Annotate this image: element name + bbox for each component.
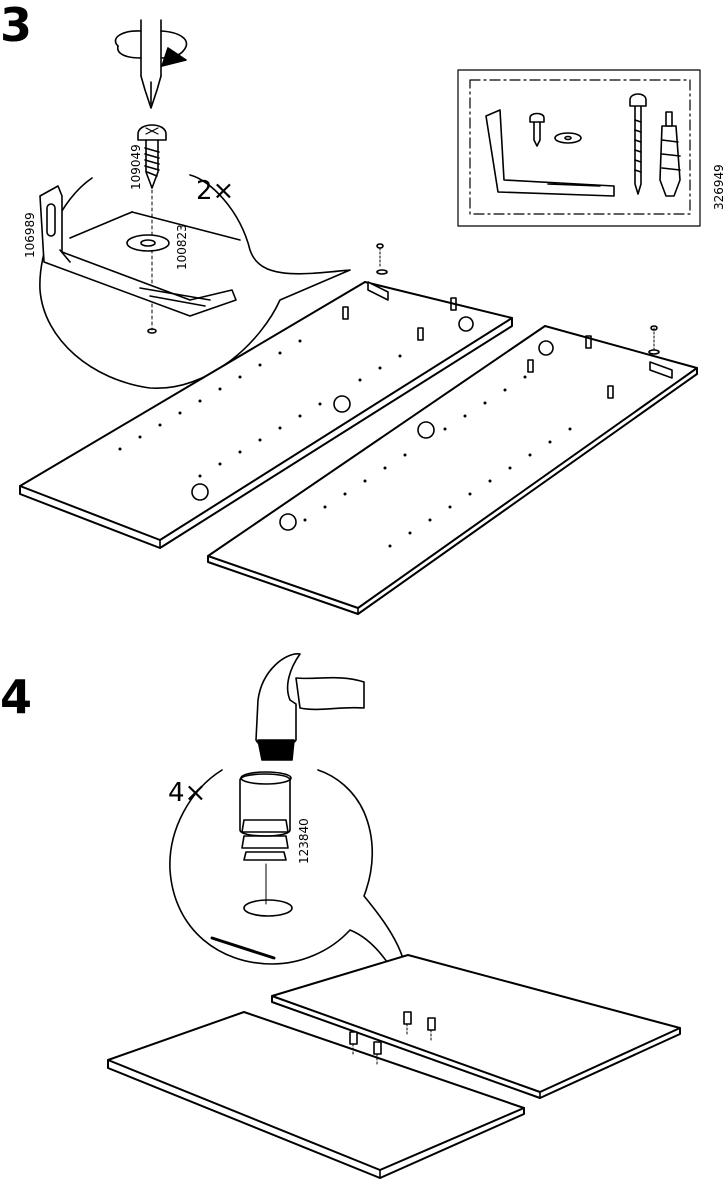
wall-fixing-kit-box [458,70,700,226]
small-screw-icon [530,114,544,147]
hammer-icon [256,654,364,760]
screw-icon [138,125,166,188]
screwdriver-icon [115,20,186,108]
dowel-icon [240,772,291,860]
wall-washer-icon [555,133,581,143]
long-screw-icon [630,94,646,194]
bracket-icon [40,186,236,316]
washer-icon [127,235,169,251]
wall-plug-icon [660,126,680,196]
wall-bracket-icon [486,110,614,196]
